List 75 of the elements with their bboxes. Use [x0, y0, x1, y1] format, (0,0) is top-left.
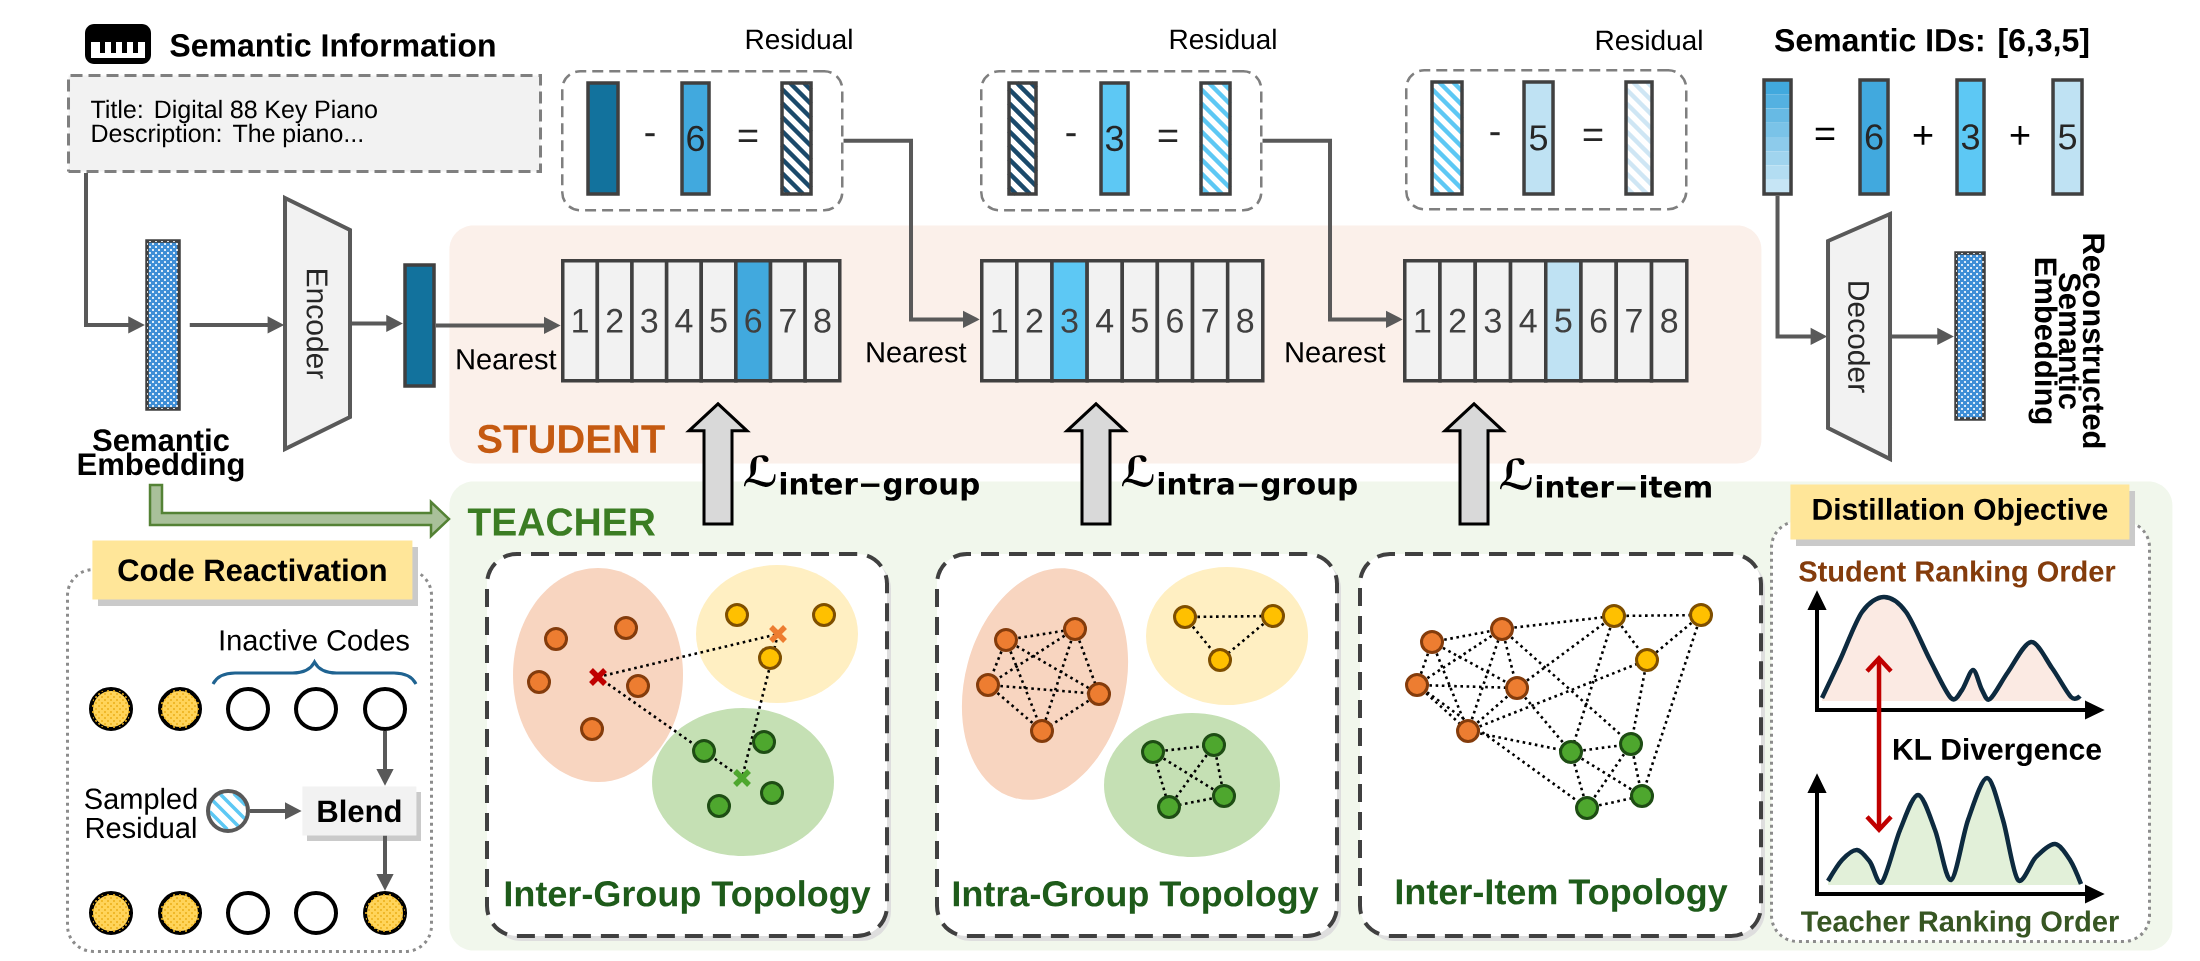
codebook-cell: 8: [1649, 259, 1689, 383]
codebook-cell: 5: [699, 259, 738, 383]
codebook-cell: 1: [561, 259, 600, 383]
vector-bar: [586, 81, 620, 196]
caption: Semantic Embedding: [78, 428, 244, 482]
codebook-cell: 7: [1614, 259, 1654, 383]
annotation: Inactive Codes: [220, 629, 409, 651]
operator-sign: =: [1158, 129, 1178, 142]
heading: Semantic Information: [170, 33, 495, 57]
title-tab: Code Reactivation: [92, 540, 418, 606]
vector-bar: [1198, 80, 1233, 197]
band-title: TEACHER: [467, 508, 656, 536]
codebook-cell: 7: [1190, 259, 1230, 383]
codebook-cell: 2: [1438, 259, 1477, 383]
heading: Residual: [1596, 29, 1702, 51]
vector-bar: [779, 80, 814, 197]
codebook-cell: 3: [1473, 259, 1513, 383]
edge-label: Nearest: [1286, 342, 1386, 363]
codebook-cell: 6: [1155, 259, 1195, 383]
codebook-cell: 2: [1015, 259, 1054, 383]
operator-sign: =: [1815, 127, 1835, 140]
vector-bar: [1623, 79, 1655, 197]
band-title: STUDENT: [477, 424, 665, 454]
codebook-cell: 8: [803, 259, 842, 383]
annotation: KL Divergence: [1894, 737, 2101, 767]
block-arrow: [1441, 401, 1507, 526]
vector-bar: [403, 263, 436, 388]
chart-title: Teacher Ranking Order: [1801, 910, 2119, 938]
vector-bar: 3: [1099, 81, 1130, 196]
codebook-cell: 2: [595, 259, 634, 383]
gradient-bar: [1762, 78, 1793, 196]
caption: Reconstructed Semantic Embedding: [2028, 234, 2106, 448]
vector-bar: [1429, 79, 1465, 197]
block-arrow: [1063, 401, 1129, 526]
operator-sign: -: [1066, 133, 1076, 137]
process-box: Blend: [302, 786, 421, 841]
block-arrow: [685, 401, 751, 526]
chart-title: Student Ranking Order: [1799, 560, 2116, 588]
codebook-cell: 4: [1508, 259, 1548, 383]
edge-label: Nearest: [457, 349, 557, 370]
codebook-cell: 3: [630, 259, 669, 383]
operator-sign: =: [738, 129, 758, 142]
codebook-cell: 7: [768, 259, 807, 383]
codebook-cell: 5: [1544, 259, 1583, 383]
codebook-cell: 5: [1120, 259, 1160, 383]
heading: Semantic IDs: [6,3,5]: [1774, 28, 2089, 58]
edge-label: Nearest: [867, 342, 967, 363]
codebook-cell: 6: [1579, 259, 1618, 383]
vector-bar: [1006, 80, 1039, 197]
operator-sign: -: [645, 133, 655, 137]
operator-sign: -: [1490, 132, 1500, 136]
vector-bar: 5: [1522, 80, 1555, 196]
heading: Residual: [1170, 28, 1276, 50]
operator-sign: +: [2010, 126, 2030, 145]
codebook-cell: 4: [1085, 259, 1125, 383]
vector-bar: 3: [1955, 78, 1986, 196]
operator-sign: =: [1583, 128, 1603, 141]
trapezoid-block: Decoder: [1826, 210, 1892, 463]
operator-sign: +: [1913, 126, 1933, 145]
description-box: Title: Digital 88 Key Piano Description: The piano...: [67, 74, 542, 173]
block-arrow: [148, 483, 451, 539]
codebook-cell: 3: [1050, 259, 1089, 383]
codebook-cell: 1: [980, 259, 1019, 383]
codebook-cell: 4: [664, 259, 704, 383]
node-label: Sampled Residual: [85, 787, 197, 839]
vector-bar: 5: [2051, 78, 2084, 196]
heading: Residual: [746, 28, 852, 50]
codebook-cell: 6: [734, 259, 773, 383]
code-circle: [226, 891, 270, 935]
vector-bar: 6: [680, 81, 711, 196]
vector-bar: 6: [1858, 78, 1890, 196]
codebook-cell: 1: [1403, 259, 1442, 383]
code-circle: [294, 891, 338, 935]
codebook-cell: 8: [1225, 259, 1265, 383]
title-tab: Distillation Objective: [1790, 484, 2136, 546]
